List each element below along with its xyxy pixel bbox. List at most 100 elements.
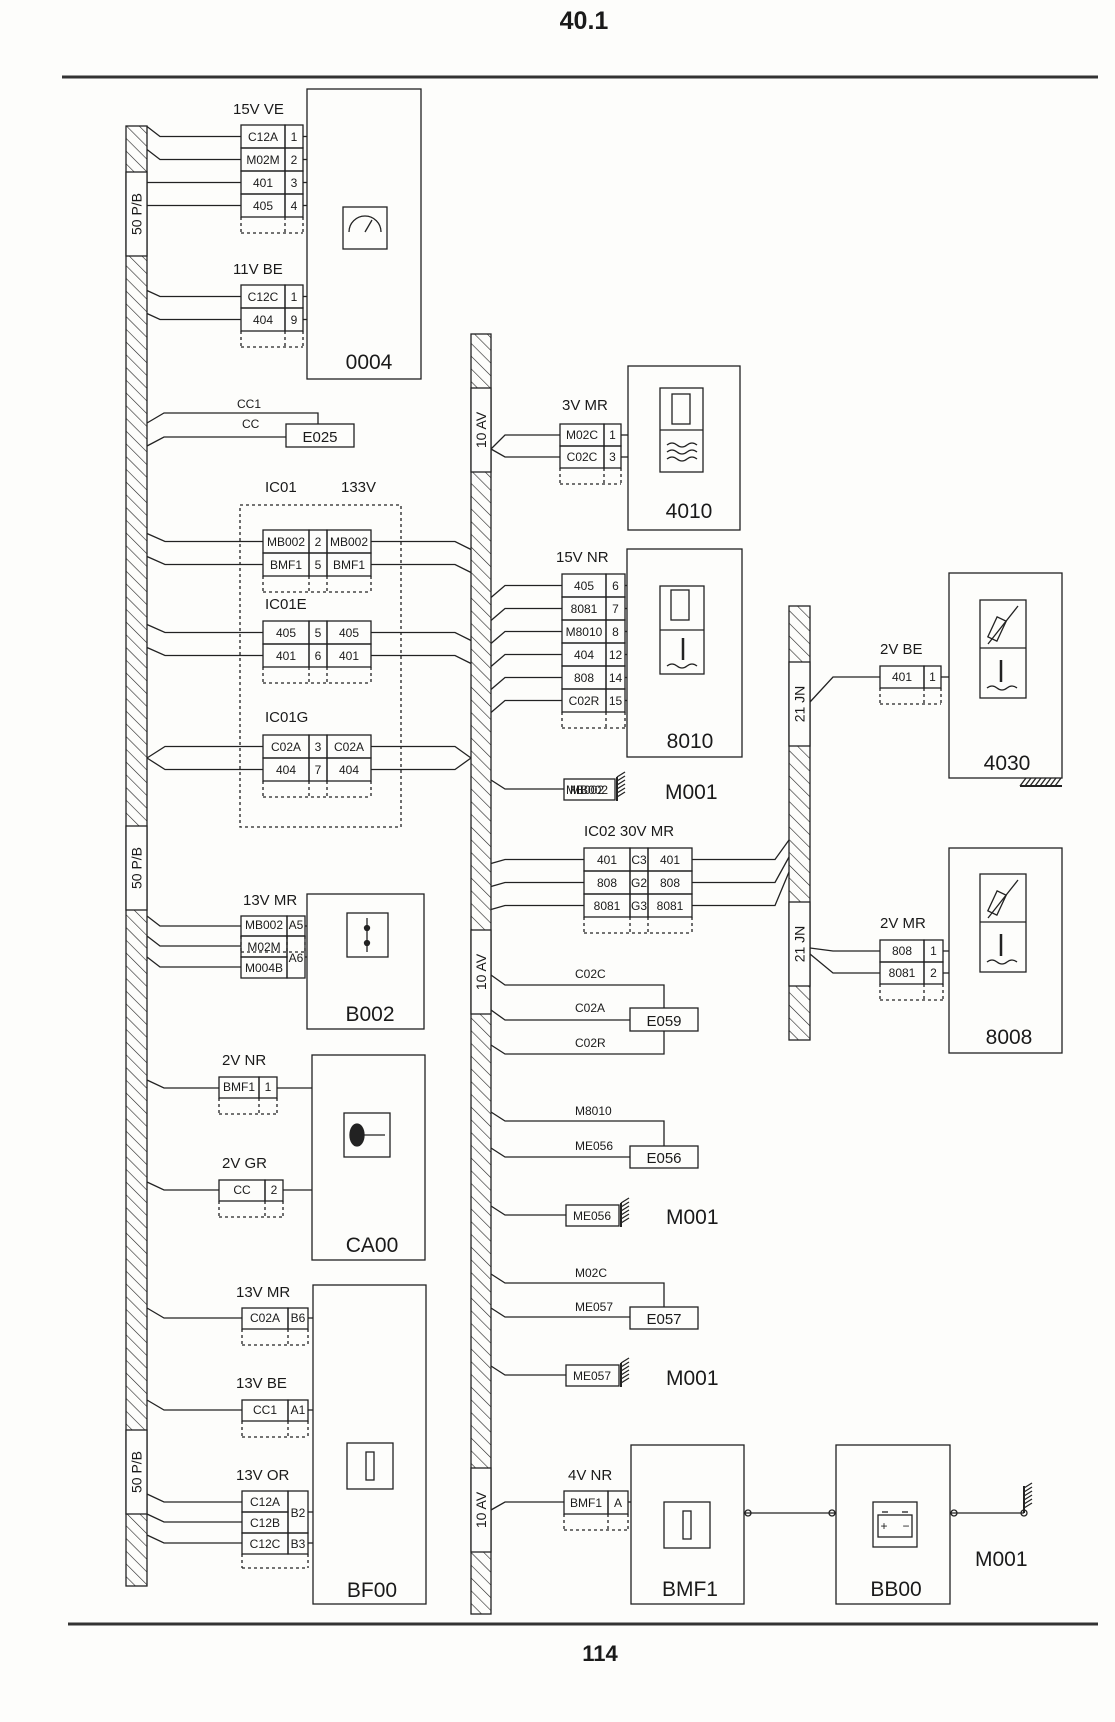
- ic01e-cell-text: 401: [276, 649, 296, 663]
- wire: [146, 1079, 219, 1089]
- ecu-temperature-icon: [670, 589, 690, 621]
- ground-symbol-4030-hatch: [1034, 777, 1042, 787]
- ic01e-cell-text: 6: [315, 649, 322, 663]
- component-m001-c-label: M001: [666, 1367, 719, 1390]
- wire: [146, 935, 241, 947]
- connector-8008-pin-number: 2: [930, 966, 937, 980]
- component-8010-label: 8010: [667, 730, 714, 753]
- component-bmf1: [630, 1444, 745, 1605]
- connector-0004-b-pin-name: 404: [253, 313, 273, 327]
- ic01-main-cell-text: BMF1: [333, 558, 365, 572]
- ground-symbol-m001-c-hatch: [620, 1365, 630, 1372]
- connector-m001-b: [565, 1204, 620, 1227]
- component-bb00-label: BB00: [870, 1578, 921, 1601]
- component-0004: [306, 88, 422, 380]
- connector-m001-b-pin: ME056: [573, 1209, 611, 1223]
- connector-ca00-a-pin-name: BMF1: [223, 1080, 255, 1094]
- connector-4030-label: 2V BE: [880, 641, 923, 658]
- page-number: 114: [582, 1641, 618, 1666]
- wire: [490, 653, 562, 667]
- component-bmf1-label: BMF1: [662, 1578, 718, 1601]
- wire: [490, 1273, 665, 1307]
- component-e056-label: E056: [646, 1150, 681, 1167]
- component-m001-a-label: M001: [665, 781, 718, 804]
- connector-bf00-a-pin-number: B6: [291, 1311, 306, 1325]
- connector-0004-a-pin-name: 401: [253, 176, 273, 190]
- connector-bf00-c-pin-number: B2: [291, 1506, 306, 1520]
- ic02-cell-text: 401: [660, 853, 680, 867]
- component-0004-label: 0004: [346, 351, 393, 374]
- connector-8010-pin-number: 12: [609, 648, 623, 662]
- ic01e-cell-text: 401: [339, 649, 359, 663]
- connector-m001-c-pin: ME057: [573, 1369, 611, 1383]
- component-e057-label: E057: [646, 1311, 681, 1328]
- ic02-cell-text: G2: [631, 876, 647, 890]
- component-e059-label: E059: [646, 1013, 681, 1030]
- connector-8010-pin-number: 15: [609, 694, 623, 708]
- wire-terminal: [950, 1509, 958, 1517]
- wire: [146, 1399, 242, 1411]
- connector-8010-pin-number: 6: [612, 579, 619, 593]
- ground-symbol-m001-c-hatch: [620, 1361, 630, 1368]
- ic02-cell-text: 808: [597, 876, 617, 890]
- ic01-main-cell-text: MB002: [267, 535, 305, 549]
- ic02-cell-text: 8081: [594, 899, 621, 913]
- ground-symbol-m001-d: [1023, 1498, 1033, 1505]
- wire: [146, 757, 263, 771]
- connector-bf00-b-pin-number: A1: [291, 1403, 306, 1417]
- connector-bf00-c-label: 13V OR: [236, 1467, 290, 1484]
- ground-symbol-m001-a-hatch: [616, 779, 626, 786]
- ic01-main-cell-text: 2: [315, 535, 322, 549]
- connector-8010-label: 15V NR: [556, 549, 609, 566]
- ecu-coolant-icon: [666, 442, 698, 448]
- bus-10av-label-area: [470, 929, 492, 1015]
- ground-symbol-m001-d: [1023, 1490, 1033, 1497]
- connector-bf00-c-pin-name: C12B: [250, 1516, 280, 1530]
- wire: [146, 1493, 242, 1503]
- ground-symbol-m001-c-hatch: [620, 1369, 630, 1376]
- wire: [490, 1147, 630, 1158]
- temperature-sensor-icon: [987, 879, 1019, 919]
- connector-bf00-c-pin-name: C12C: [250, 1537, 281, 1551]
- ic01-main-cell-text: BMF1: [270, 558, 302, 572]
- section-number: 40.1: [560, 7, 609, 35]
- bus-10av-label-area: [470, 387, 492, 473]
- connector-4010-pin-name: M02C: [566, 428, 598, 442]
- connector-0004-b-pin-number: 9: [291, 313, 298, 327]
- ground-symbol-4030-hatch: [1024, 777, 1032, 787]
- wire: [490, 607, 562, 621]
- ground-symbol-4030-hatch: [1054, 777, 1062, 787]
- connector-m001-c: [565, 1364, 620, 1387]
- component-4010-label: 4010: [666, 500, 713, 523]
- connector-8008-pin-name: 808: [892, 944, 912, 958]
- wire: [146, 915, 241, 927]
- ic01e-cell-text: 405: [276, 626, 296, 640]
- component-bb00: [835, 1444, 951, 1605]
- ic01g-cell-text: C02A: [334, 740, 364, 754]
- connector-0004-a-pin-name: M02M: [246, 153, 279, 167]
- ground-symbol-m001-d: [1023, 1502, 1033, 1509]
- wire: [692, 856, 790, 884]
- connector-4030-pin-name: 401: [892, 670, 912, 684]
- connector-b002-label: 13V MR: [243, 892, 297, 909]
- connector-8010-pin-number: 8: [612, 625, 619, 639]
- ground-symbol-m001-c-hatch: [620, 1373, 630, 1380]
- connector-8008-pin-number: 1: [930, 944, 937, 958]
- bus-10av-label: 10 AV: [473, 411, 489, 448]
- wire: [490, 1205, 566, 1216]
- ic01e-cell-text: 405: [339, 626, 359, 640]
- ic02-cell-text: 8081: [657, 899, 684, 913]
- bus-50pb-label-area: [125, 1429, 148, 1515]
- connector-0004-b-pin-name: C12C: [248, 290, 279, 304]
- connector-m001-a: [563, 778, 616, 801]
- wire: [490, 858, 584, 865]
- component-e057: [629, 1306, 699, 1330]
- instrument-cluster-icon: [342, 206, 388, 250]
- ground-symbol-m001-a-hatch: [616, 791, 626, 798]
- fuse-icon: [682, 1510, 692, 1540]
- connector-b002-pin-name: M004B: [245, 961, 283, 975]
- wire: [146, 1534, 242, 1544]
- connector-ca00-b-label: 2V GR: [222, 1155, 267, 1172]
- wire: [490, 1031, 665, 1055]
- connector-4010-label: 3V MR: [562, 397, 608, 414]
